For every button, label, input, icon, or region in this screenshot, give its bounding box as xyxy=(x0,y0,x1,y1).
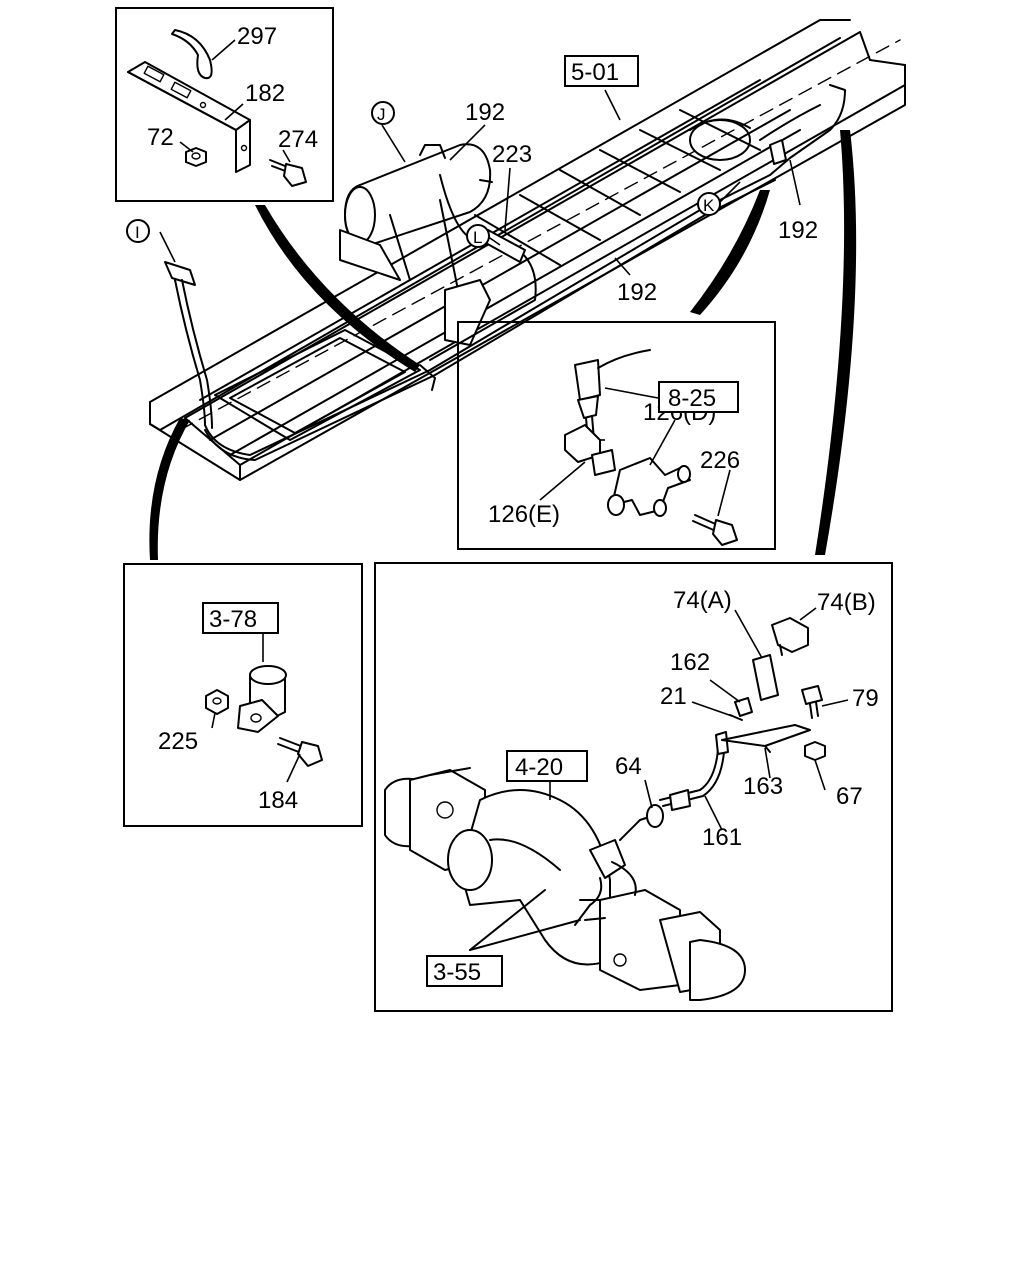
fittings-detail xyxy=(564,349,738,546)
callout-72: 72 xyxy=(147,124,174,151)
callout-21: 21 xyxy=(660,683,687,710)
detail-box-fittings xyxy=(457,321,776,550)
ref-3-55: 3-55 xyxy=(433,959,481,986)
pipe-lines xyxy=(164,84,846,461)
detail-box-bracket xyxy=(115,7,334,202)
ref-4-20: 4-20 xyxy=(515,754,563,781)
callout-161: 161 xyxy=(702,824,742,851)
callout-297: 297 xyxy=(237,23,277,50)
callout-182: 182 xyxy=(245,80,285,107)
circle-markers: J I L K xyxy=(126,101,721,248)
detail-box-clamp xyxy=(123,563,363,827)
reference-boxes: 5-01 8-25 3-78 4-20 3-55 xyxy=(202,55,739,987)
connector-curves xyxy=(149,130,857,560)
callout-163: 163 xyxy=(743,773,783,800)
detail-box-axle xyxy=(374,562,893,1012)
callout-74a: 74(A) xyxy=(673,587,732,614)
callout-162: 162 xyxy=(670,649,710,676)
air-tank xyxy=(339,143,493,346)
callout-223: 223 xyxy=(492,141,532,168)
marker-l: L xyxy=(473,228,482,247)
callout-226: 226 xyxy=(700,447,740,474)
ref-8-25: 8-25 xyxy=(668,385,716,412)
callout-79: 79 xyxy=(852,685,879,712)
callout-64: 64 xyxy=(615,753,642,780)
callout-192-top: 192 xyxy=(465,99,505,126)
callout-67: 67 xyxy=(836,783,863,810)
callout-74b: 74(B) xyxy=(817,589,876,616)
axle-detail xyxy=(384,617,826,1001)
callout-225: 225 xyxy=(158,728,198,755)
marker-j: J xyxy=(377,105,386,124)
clamp-detail xyxy=(205,665,323,767)
callout-192-right: 192 xyxy=(778,217,818,244)
marker-i: I xyxy=(135,223,140,242)
callout-274: 274 xyxy=(278,126,318,153)
callout-184: 184 xyxy=(258,787,298,814)
callout-126e: 126(E) xyxy=(488,501,560,528)
callout-192-mid: 192 xyxy=(617,279,657,306)
leader-lines xyxy=(159,39,849,831)
ref-5-01: 5-01 xyxy=(571,59,619,86)
bracket-detail xyxy=(127,29,307,187)
ref-3-78: 3-78 xyxy=(209,606,257,633)
marker-k: K xyxy=(703,196,715,215)
